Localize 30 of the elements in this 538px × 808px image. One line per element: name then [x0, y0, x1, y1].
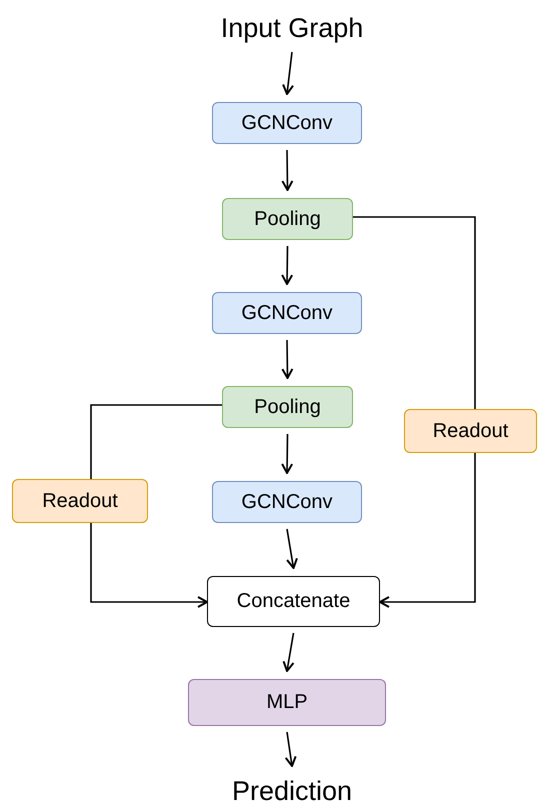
node-label: Readout [432, 420, 508, 442]
process-box [222, 198, 353, 240]
arrow [281, 434, 294, 474]
node-label: Pooling [254, 208, 321, 230]
process-box [212, 292, 362, 334]
input-label: Input Graph [197, 10, 387, 46]
output-label: Prediction [197, 774, 387, 808]
node-label: GCNConv [241, 302, 333, 324]
node-label: MLP [266, 691, 308, 714]
node-label: Pooling [254, 396, 321, 418]
arrow [379, 453, 476, 608]
arrow [284, 732, 297, 767]
process-box [212, 102, 362, 144]
arrow [281, 150, 294, 191]
node-label: Readout [42, 490, 118, 512]
node-label: Concatenate [236, 590, 350, 613]
process-box [404, 409, 537, 453]
process-box [222, 386, 353, 428]
arrow [282, 632, 294, 672]
arrow [281, 340, 294, 379]
process-box [12, 479, 148, 523]
process-box [188, 679, 386, 726]
node-label: GCNConv [241, 112, 333, 134]
arrow [282, 52, 294, 95]
process-box [212, 481, 362, 523]
arrow [286, 528, 298, 569]
process-box [207, 576, 380, 627]
node-label: GCNConv [241, 490, 333, 514]
arrow [90, 523, 208, 608]
arrow [281, 246, 294, 285]
